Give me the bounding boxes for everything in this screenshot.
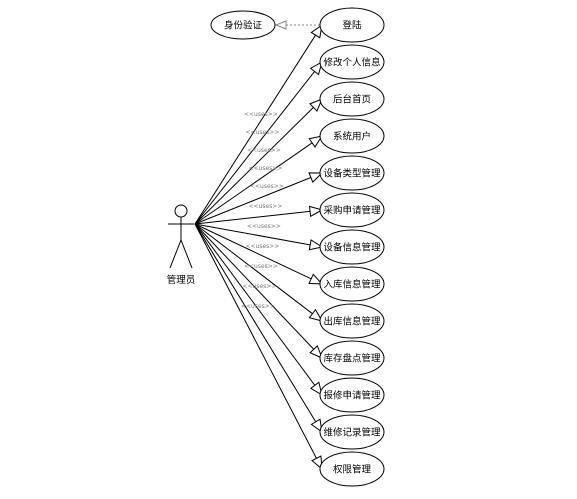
use-case-auth-label: 身份验证 [224, 20, 263, 32]
use-case-label: 设备类型管理 [323, 168, 381, 180]
association-line [194, 223, 315, 316]
association-line [194, 223, 316, 352]
association-line [194, 141, 315, 225]
association-line [194, 210, 313, 225]
use-case[interactable]: 库存盘点管理 [319, 340, 385, 376]
association-line [194, 223, 317, 388]
association-arrowhead [308, 205, 324, 218]
use-case-label: 修改个人信息 [323, 57, 380, 69]
stereotype-label: <<uses>> [250, 183, 284, 190]
use-case-label: 设备信息管理 [323, 242, 381, 254]
use-case-label: 库存盘点管理 [323, 353, 381, 365]
use-case[interactable]: 设备类型管理 [319, 155, 385, 191]
use-case-label: 后台首页 [333, 94, 371, 106]
use-case-label: 入库信息管理 [323, 279, 381, 291]
association-line [194, 223, 318, 461]
use-case[interactable]: 修改个人信息 [319, 44, 385, 80]
use-case-label: 出库信息管理 [323, 316, 381, 328]
association-arrowhead [309, 60, 323, 76]
stereotype-label: <<uses>> [247, 223, 281, 230]
use-case[interactable]: 登陆 [319, 7, 385, 43]
association-arrowhead [309, 381, 323, 397]
stereotype-label: <<uses>> [241, 303, 275, 310]
use-case-label: 系统用户 [333, 131, 371, 143]
stereotype-label: <<uses>> [246, 129, 280, 136]
use-case-list: 登陆修改个人信息后台首页系统用户设备类型管理采购申请管理设备信息管理入库信息管理… [319, 7, 385, 487]
stereotype-labels: <<uses>> <<uses>> <<uses>> <<uses>> <<uses>>… [241, 111, 284, 310]
use-case[interactable]: 出库信息管理 [319, 303, 385, 339]
actor-label: 管理员 [167, 274, 196, 286]
use-case[interactable]: 设备信息管理 [319, 229, 385, 265]
stereotype-label: <<uses>> [243, 283, 277, 290]
association-arrowhead [308, 172, 324, 183]
use-case[interactable]: 系统用户 [319, 118, 385, 154]
use-case-label: 维修记录管理 [323, 427, 381, 439]
use-case-label: 登陆 [342, 20, 362, 32]
use-case-label: 报修申请管理 [323, 390, 381, 402]
association-arrowhead [309, 98, 323, 112]
use-case[interactable]: 采购申请管理 [319, 192, 385, 228]
association-arrowhead [308, 239, 324, 251]
association-line [194, 223, 318, 424]
stereotype-label: <<uses>> [246, 243, 280, 250]
use-case[interactable]: 后台首页 [319, 81, 385, 117]
use-case[interactable]: 入库信息管理 [319, 266, 385, 302]
association-arrowhead [308, 273, 324, 285]
association-line [194, 223, 314, 281]
stereotype-label: <<uses>> [244, 263, 278, 270]
association-arrowhead [309, 344, 323, 359]
association-arrowhead [308, 308, 324, 322]
stereotype-label: <<uses>> [249, 203, 283, 210]
use-case[interactable]: 权限管理 [319, 451, 385, 487]
association-arrowhead [310, 418, 323, 434]
actor-admin[interactable]: 管理员 [167, 204, 196, 286]
include-relation [274, 20, 320, 30]
actor-head [174, 204, 188, 218]
association-line [194, 69, 317, 225]
association-line [194, 176, 313, 225]
association-line [194, 223, 313, 246]
use-case[interactable]: 报修申请管理 [319, 377, 385, 413]
use-case-label: 采购申请管理 [323, 205, 381, 217]
use-case[interactable]: 维修记录管理 [319, 414, 385, 450]
stereotype-label: <<uses>> [249, 165, 283, 172]
association-arrowhead [310, 23, 323, 39]
association-arrowhead [311, 455, 323, 471]
stereotype-label: <<uses>> [244, 111, 278, 118]
use-case-auth[interactable]: 身份验证 [210, 10, 276, 40]
stereotype-label: <<uses>> [247, 147, 281, 154]
association-arrowhead [308, 135, 324, 148]
association-lines [194, 23, 324, 471]
association-line [194, 33, 318, 225]
association-line [194, 105, 316, 225]
use-case-label: 权限管理 [333, 464, 372, 476]
